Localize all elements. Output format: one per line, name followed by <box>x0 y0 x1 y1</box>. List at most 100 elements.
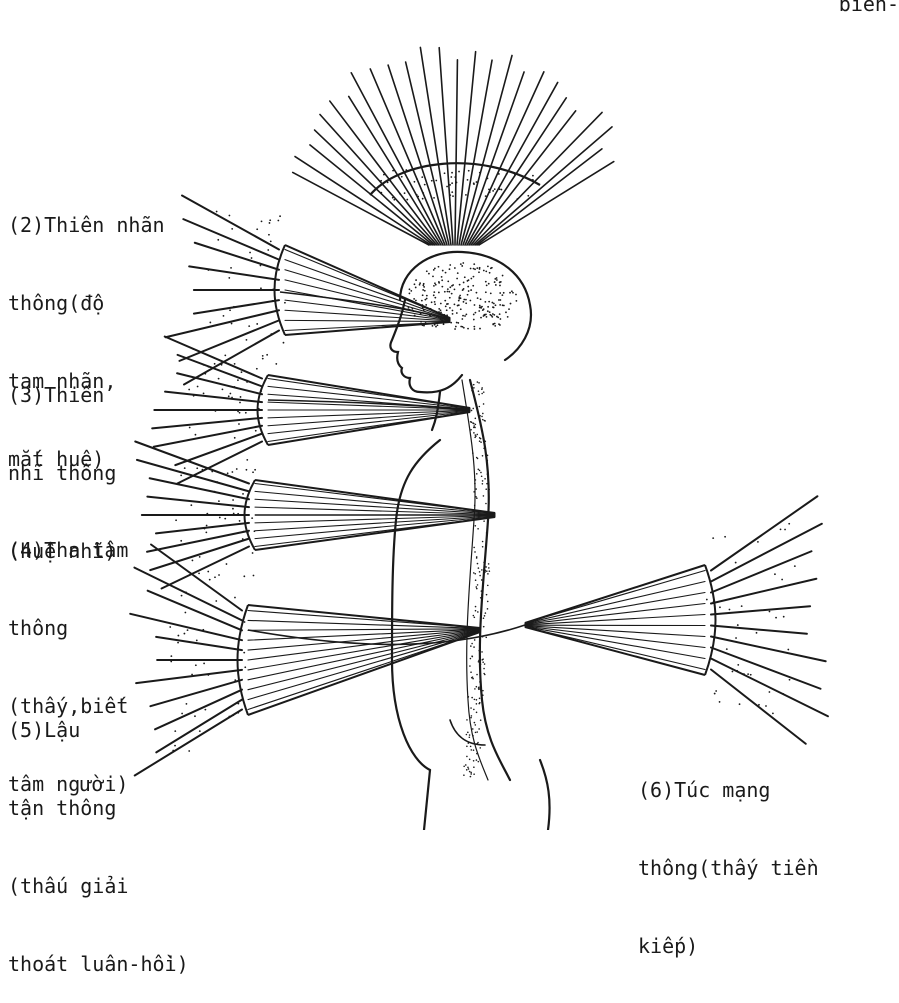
label-line: (2)Thiên nhãn <box>8 212 165 238</box>
stipple-dot <box>215 600 217 602</box>
stipple-dot <box>476 588 478 590</box>
stipple-dot <box>444 291 446 293</box>
stipple-dot <box>421 176 423 178</box>
stipple-dot <box>475 488 477 490</box>
stipple-dot <box>411 308 413 310</box>
stipple-dot <box>221 364 223 366</box>
stipple-dot <box>743 673 745 675</box>
stipple-dot <box>512 292 514 294</box>
stipple-dot <box>787 649 789 651</box>
stipple-dot <box>204 709 206 711</box>
cone-thien-nhan-outer-ray <box>189 266 279 280</box>
stipple-dot <box>473 709 475 711</box>
stipple-dot <box>479 172 481 174</box>
stipple-dot <box>490 267 492 269</box>
stipple-dot <box>483 391 485 393</box>
stipple-dot <box>500 318 502 320</box>
stipple-dot <box>239 412 241 414</box>
stipple-dot <box>180 540 182 542</box>
stipple-dot <box>233 306 235 308</box>
stipple-dot <box>499 304 501 306</box>
stipple-dot <box>232 508 234 510</box>
stipple-dot <box>228 277 230 279</box>
stipple-dot <box>473 326 475 328</box>
stipple-dot <box>484 663 486 665</box>
stipple-dot <box>432 275 434 277</box>
stipple-dot <box>471 643 473 645</box>
stipple-dot <box>226 563 228 565</box>
stipple-dot <box>262 358 264 360</box>
stipple-dot <box>470 746 472 748</box>
stipple-dot <box>457 322 459 324</box>
stipple-dot <box>477 563 479 565</box>
stipple-dot <box>478 686 480 688</box>
stipple-dot <box>470 773 472 775</box>
stipple-dot <box>487 585 489 587</box>
stipple-dot <box>782 693 784 695</box>
stipple-dot <box>494 325 496 327</box>
stipple-dot <box>757 541 759 543</box>
stipple-dot <box>447 291 449 293</box>
stipple-dot <box>413 298 415 300</box>
stipple-dot <box>463 301 465 303</box>
stipple-dot <box>457 272 459 274</box>
stipple-dot <box>474 437 476 439</box>
stipple-dot <box>497 317 499 319</box>
stipple-dot <box>203 663 205 665</box>
stipple-dot <box>481 387 483 389</box>
stipple-dot <box>473 183 475 185</box>
stipple-dot <box>246 339 248 341</box>
stipple-dot <box>481 306 483 308</box>
stipple-dot <box>482 419 484 421</box>
stipple-dot <box>714 693 716 695</box>
stipple-dot <box>472 408 474 410</box>
stipple-dot <box>239 402 241 404</box>
stipple-dot <box>177 635 179 637</box>
stipple-dot <box>470 268 472 270</box>
stipple-dot <box>202 469 204 471</box>
stipple-dot <box>510 303 512 305</box>
stipple-dot <box>189 427 191 429</box>
stipple-dot <box>747 673 749 675</box>
stipple-dot <box>481 569 483 571</box>
stipple-dot <box>475 424 477 426</box>
cone-thien-nhan-outer-ray <box>184 331 279 385</box>
stipple-dot <box>433 294 435 296</box>
cone-tuc-mang-outer-ray <box>711 637 826 662</box>
stipple-dot <box>214 576 216 578</box>
stipple-dot <box>204 528 206 530</box>
stipple-dot <box>715 690 717 692</box>
stipple-dot <box>478 567 480 569</box>
stipple-dot <box>193 395 195 397</box>
stipple-dot <box>392 197 394 199</box>
crown-ray <box>293 172 429 245</box>
stipple-dot <box>489 191 491 193</box>
stipple-dot <box>774 573 776 575</box>
stipple-dot <box>433 269 435 271</box>
stipple-dot <box>472 678 474 680</box>
stipple-dot <box>399 193 401 195</box>
stipple-dot <box>468 290 470 292</box>
stipple-dot <box>479 440 481 442</box>
stipple-dot <box>445 272 447 274</box>
stipple-dot <box>471 677 473 679</box>
hip-front <box>424 770 430 830</box>
stipple-dot <box>735 562 737 564</box>
stipple-dot <box>483 626 485 628</box>
band-lau-tan <box>248 625 525 644</box>
stipple-dot <box>483 495 485 497</box>
stipple-dot <box>475 732 477 734</box>
stipple-dot <box>466 734 468 736</box>
label-tuc-mang: (6)Túc mạng thông(thấy tiền kiếp) <box>638 725 819 985</box>
stipple-dot <box>440 309 442 311</box>
stipple-dot <box>456 182 458 184</box>
stipple-dot <box>788 523 790 525</box>
stipple-dot <box>477 584 479 586</box>
stipple-dot <box>431 180 433 182</box>
stipple-dot <box>511 290 513 292</box>
stipple-dot <box>426 295 428 297</box>
stipple-dot <box>410 290 412 292</box>
stipple-dot <box>263 240 265 242</box>
stipple-dot <box>490 292 492 294</box>
stipple-dot <box>487 306 489 308</box>
